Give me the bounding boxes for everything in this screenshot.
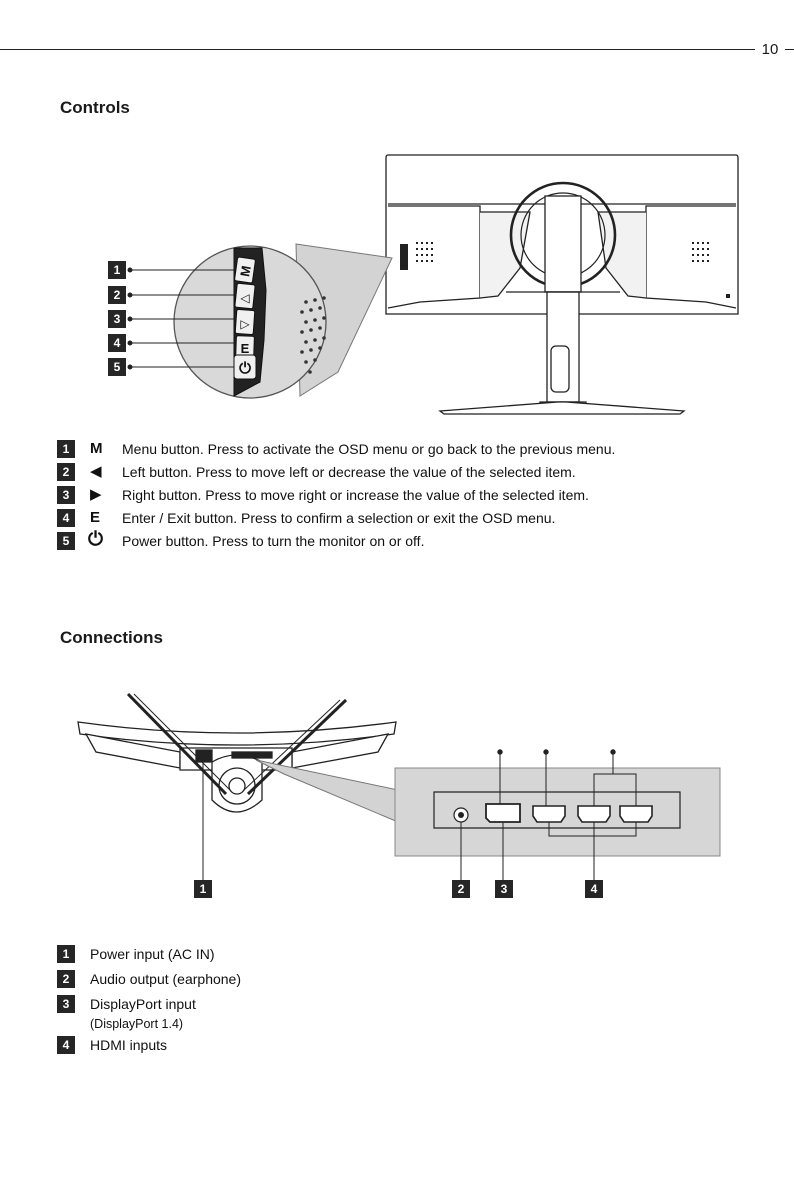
zoom-wedge-2 <box>255 759 399 823</box>
hdmi-port-icon-1 <box>532 805 566 823</box>
legend-text: DisplayPort input <box>90 996 196 1012</box>
legend-num: 1 <box>57 945 75 963</box>
button-glyph-power: ⏻ <box>239 360 251 377</box>
legend-text: HDMI inputs <box>90 1037 168 1053</box>
monitor-top-illustration <box>77 692 397 813</box>
page-number: 10 <box>755 40 785 60</box>
callout-4: 4 <box>108 334 126 352</box>
legend-subtext: (DisplayPort 1.4) <box>90 1017 184 1031</box>
legend-num: 1 <box>57 440 75 458</box>
hdmi-port-icon-2 <box>577 805 611 823</box>
callout-leaders-1 <box>127 267 234 370</box>
displayport-port-icon <box>485 803 521 823</box>
section-title-connections: Connections <box>60 628 163 647</box>
legend-text: Right button. Press to move right or inc… <box>122 487 589 503</box>
legend-text: Enter / Exit button. Press to confirm a … <box>122 510 556 526</box>
legend-text: Audio output (earphone) <box>90 971 241 987</box>
monitor-rear-illustration <box>385 154 739 415</box>
callout-displayport: 3 <box>495 880 513 898</box>
callout-1: 1 <box>108 261 126 279</box>
callout-2: 2 <box>108 286 126 304</box>
hdmi-port-icon-3 <box>619 805 653 823</box>
header-rule <box>0 49 794 50</box>
callout-power-input: 1 <box>194 880 212 898</box>
left-arrow-icon: ◀ <box>90 463 102 480</box>
power-icon: ⏻ <box>88 529 104 550</box>
callout-3: 3 <box>108 310 126 328</box>
legend-text: Left button. Press to move left or decre… <box>122 464 576 480</box>
enter-icon: E <box>90 509 101 526</box>
section-title-controls: Controls <box>60 98 130 117</box>
legend-num: 4 <box>57 509 75 527</box>
button-glyph-enter: E <box>241 341 250 356</box>
legend-num: 3 <box>57 486 75 504</box>
legend-num: 4 <box>57 1036 75 1054</box>
button-glyph-right: ▷ <box>240 317 250 331</box>
callout-5: 5 <box>108 358 126 376</box>
button-glyph-left: ◁ <box>240 291 250 305</box>
legend-num: 2 <box>57 970 75 988</box>
legend-num: 5 <box>57 532 75 550</box>
legend-text: Power input (AC IN) <box>90 946 215 962</box>
legend-num: 2 <box>57 463 75 481</box>
legend-text: Power button. Press to turn the monitor … <box>122 533 425 549</box>
callout-audio-out: 2 <box>452 880 470 898</box>
callout-leaders-2 <box>202 749 637 880</box>
callout-hdmi: 4 <box>585 880 603 898</box>
menu-icon: M <box>90 440 103 457</box>
button-glyph-menu: M <box>237 264 254 277</box>
legend-num: 3 <box>57 995 75 1013</box>
legend-text: Menu button. Press to activate the OSD m… <box>122 441 616 457</box>
right-arrow-icon: ▶ <box>90 486 102 503</box>
port-panel <box>394 767 721 857</box>
button-closeup: M ◁ ▷ E ⏻ <box>173 245 327 399</box>
